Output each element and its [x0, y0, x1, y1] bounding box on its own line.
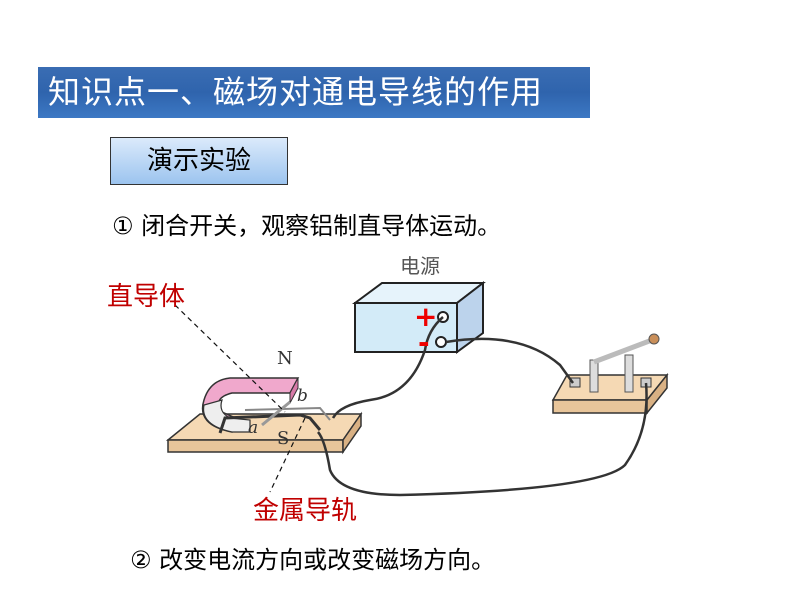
metal-rails — [218, 406, 331, 434]
conductor-pointer-line — [174, 304, 286, 413]
wires — [317, 316, 648, 497]
power-supply — [351, 280, 486, 354]
north-pole-label: N — [277, 348, 293, 369]
magnet-base-board — [165, 411, 363, 455]
south-pole-label: S — [277, 428, 290, 449]
point-b-label: b — [297, 386, 308, 406]
straight-conductor — [261, 400, 291, 427]
plus-sign: + — [414, 300, 438, 333]
negative-terminal — [435, 336, 447, 348]
knife-switch[interactable] — [551, 333, 669, 416]
slide-title: 知识点一、磁场对通电导线的作用 — [38, 67, 590, 118]
rail-pointer-line — [269, 417, 306, 493]
rail-label: 金属导轨 — [253, 496, 358, 526]
power-label: 电源 — [400, 254, 440, 278]
demo-experiment-button[interactable]: 演示实验 — [110, 137, 288, 185]
step-1-text: ① 闭合开关，观察铝制直导体运动。 — [112, 212, 502, 240]
minus-sign: - — [418, 326, 430, 359]
point-a-label: a — [248, 418, 259, 438]
step-2-text: ② 改变电流方向或改变磁场方向。 — [130, 546, 496, 574]
conductor-label: 直导体 — [107, 282, 186, 312]
